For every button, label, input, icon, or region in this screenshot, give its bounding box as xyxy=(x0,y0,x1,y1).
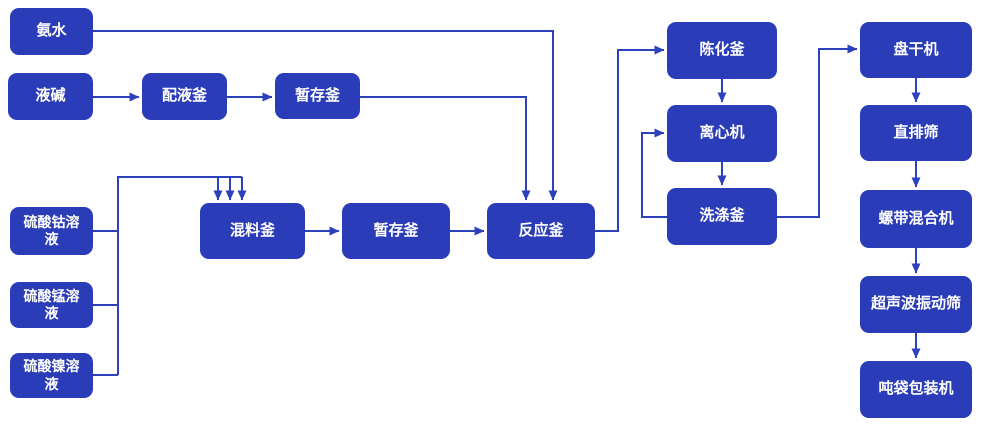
node-aging-kettle: 陈化釜 xyxy=(667,22,777,79)
node-dosing-kettle: 配液釜 xyxy=(142,73,227,120)
node-ultrasonic-sieve: 超声波振动筛 xyxy=(860,276,972,333)
node-label: 硫酸镍溶液 xyxy=(23,358,80,392)
node-cobalt-sulfate: 硫酸钴溶液 xyxy=(10,207,93,255)
node-label: 陈化釜 xyxy=(699,41,745,59)
node-label: 液碱 xyxy=(35,87,66,105)
node-label: 暂存釜 xyxy=(294,86,340,104)
edge-washing-to-centrifuge xyxy=(641,128,667,218)
node-label: 硫酸锰溶液 xyxy=(23,287,80,322)
node-reaction-kettle: 反应釜 xyxy=(487,203,595,259)
node-label: 超声波振动筛 xyxy=(870,295,961,313)
node-label: 螺带混合机 xyxy=(878,209,954,227)
edge-ammonia-to-reaction xyxy=(93,30,558,201)
edge-buffer-top-to-reaction xyxy=(360,96,531,201)
node-label: 反应釜 xyxy=(518,221,564,239)
node-mixing-kettle: 混料釜 xyxy=(200,203,305,259)
node-label: 混料釜 xyxy=(229,221,275,239)
node-label: 洗涤釜 xyxy=(699,207,745,225)
edge-reaction-to-aging xyxy=(595,45,665,232)
node-label: 吨袋包装机 xyxy=(878,380,954,398)
node-ammonia: 氨水 xyxy=(10,8,93,55)
node-liquid-caustic: 液碱 xyxy=(8,73,93,120)
node-bag-packing-machine: 吨袋包装机 xyxy=(860,361,972,418)
node-label: 离心机 xyxy=(699,124,745,142)
node-label: 配液釜 xyxy=(161,87,207,105)
node-label: 暂存釜 xyxy=(373,221,419,239)
node-ribbon-mixer: 螺带混合机 xyxy=(860,190,972,248)
edge-washing-to-dryer xyxy=(777,44,858,218)
node-buffer-kettle-top: 暂存釜 xyxy=(275,73,360,119)
node-pan-dryer: 盘干机 xyxy=(860,22,972,78)
node-label: 盘干机 xyxy=(893,40,939,58)
node-label: 氨水 xyxy=(36,22,67,40)
node-nickel-sulfate: 硫酸镍溶液 xyxy=(10,353,93,398)
node-washing-kettle: 洗涤釜 xyxy=(667,188,777,245)
node-buffer-kettle-mid: 暂存釜 xyxy=(342,203,450,259)
node-manganese-sulfate: 硫酸锰溶液 xyxy=(10,282,93,328)
node-straight-sieve: 直排筛 xyxy=(860,105,972,161)
node-label: 直排筛 xyxy=(893,123,939,141)
node-centrifuge: 离心机 xyxy=(667,105,777,162)
node-label: 硫酸钴溶液 xyxy=(23,213,80,248)
edge-sulfate-bus xyxy=(117,176,242,375)
